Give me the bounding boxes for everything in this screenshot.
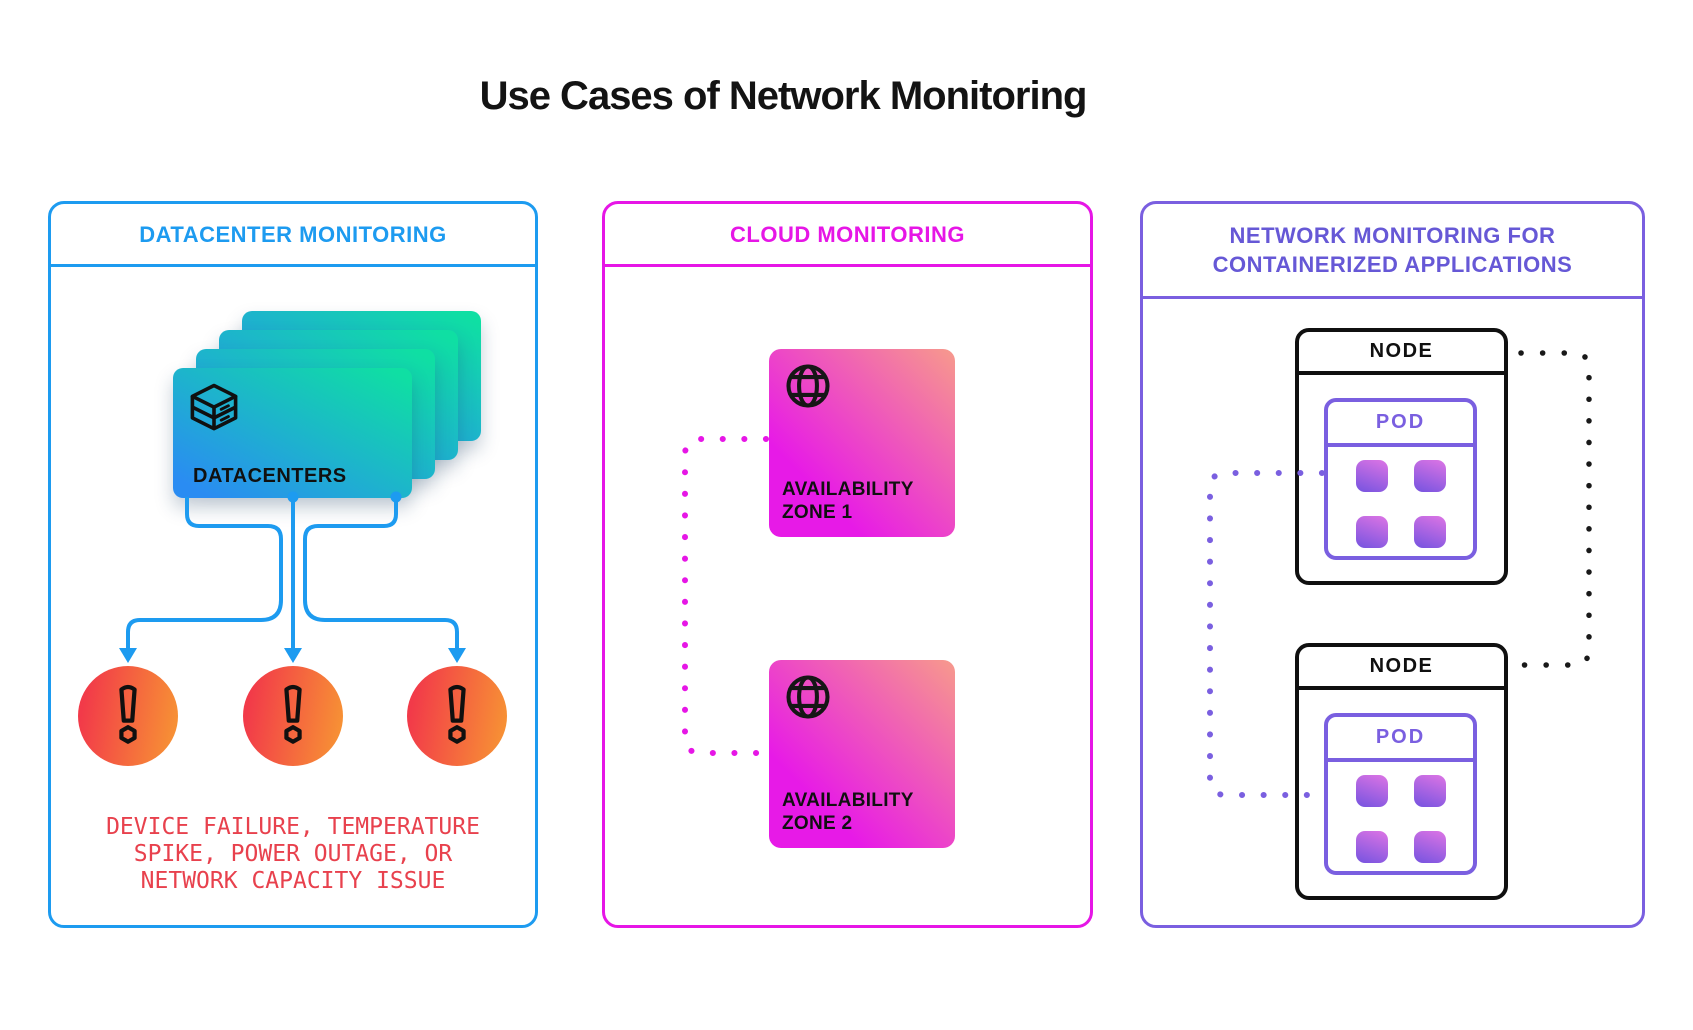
panel-cloud-title: CLOUD MONITORING	[730, 221, 965, 247]
container-icon	[1413, 516, 1446, 548]
failure-causes-line-3: NETWORK CAPACITY ISSUE	[140, 868, 446, 894]
panel-containerized-monitoring: NETWORK MONITORING FOR CONTAINERIZED APP…	[1140, 201, 1645, 928]
container-icon	[1355, 831, 1388, 863]
warning-exclamation-icon	[434, 683, 480, 750]
container-icon	[1355, 775, 1388, 807]
warning-exclamation-icon	[270, 683, 316, 750]
globe-icon	[782, 671, 834, 728]
alert-circle-3	[407, 666, 507, 766]
panel-containerized-header: NETWORK MONITORING FOR CONTAINERIZED APP…	[1143, 204, 1642, 299]
datacenters-label: DATACENTERS	[193, 465, 347, 487]
alert-circle-1	[78, 666, 178, 766]
failure-causes-line-1: DEVICE FAILURE, TEMPERATURE	[106, 814, 480, 840]
node-1-pod-label: POD	[1328, 402, 1473, 447]
availability-zone-2-label: AVAILABILITY ZONE 2	[782, 790, 914, 834]
globe-icon	[782, 360, 834, 417]
alert-circle-2	[243, 666, 343, 766]
node-1-box: NODE POD	[1295, 328, 1508, 585]
panel-datacenter-monitoring: DATACENTER MONITORING DATACENTERS	[48, 201, 538, 928]
availability-zone-2-box: AVAILABILITY ZONE 2	[769, 660, 955, 848]
container-icon	[1413, 460, 1446, 492]
panel-containerized-title-line-1: NETWORK MONITORING FOR	[1229, 223, 1556, 248]
container-icon	[1355, 516, 1388, 548]
failure-causes-text: DEVICE FAILURE, TEMPERATURE SPIKE, POWER…	[51, 814, 535, 895]
panel-cloud-monitoring: CLOUD MONITORING AVAILABILITY ZONE 1	[602, 201, 1093, 928]
container-icon	[1413, 831, 1446, 863]
page-title: Use Cases of Network Monitoring	[479, 74, 1088, 118]
panel-datacenter-title: DATACENTER MONITORING	[139, 221, 447, 247]
availability-zone-1-box: AVAILABILITY ZONE 1	[769, 349, 955, 537]
panel-cloud-header: CLOUD MONITORING	[605, 204, 1090, 267]
node-1-label: NODE	[1299, 332, 1504, 375]
node-2-pod-label: POD	[1328, 717, 1473, 762]
availability-zone-1-label: AVAILABILITY ZONE 1	[782, 479, 914, 523]
failure-causes-line-2: SPIKE, POWER OUTAGE, OR	[133, 841, 453, 867]
node-2-pod-box: POD	[1324, 713, 1477, 875]
server-stack-icon	[187, 381, 241, 440]
node-2-label: NODE	[1299, 647, 1504, 690]
panel-datacenter-header: DATACENTER MONITORING	[51, 204, 535, 267]
node-1-container-grid	[1328, 447, 1473, 548]
container-icon	[1413, 775, 1446, 807]
node-1-pod-box: POD	[1324, 398, 1477, 560]
warning-exclamation-icon	[105, 683, 151, 750]
container-icon	[1355, 460, 1388, 492]
datacenter-card-front: DATACENTERS	[173, 368, 412, 498]
node-2-container-grid	[1328, 762, 1473, 863]
panel-containerized-title-line-2: CONTAINERIZED APPLICATIONS	[1212, 252, 1573, 277]
node-2-box: NODE POD	[1295, 643, 1508, 900]
